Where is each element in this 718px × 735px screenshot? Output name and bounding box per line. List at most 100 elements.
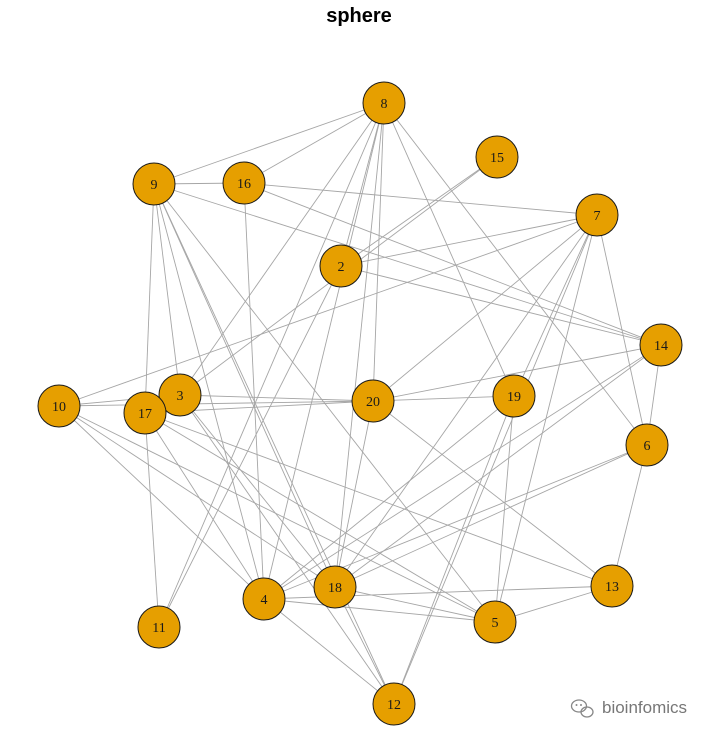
edge-8-20 <box>372 102 385 402</box>
vertex-label: 7 <box>594 209 601 224</box>
edge-layer <box>58 102 662 705</box>
vertex-5: 5 <box>473 600 517 644</box>
edge-8-9 <box>153 102 385 185</box>
edge-9-3 <box>153 183 181 396</box>
watermark-text: bioinfomics <box>602 698 687 717</box>
vertex-label: 8 <box>381 97 388 112</box>
vertex-label: 11 <box>152 621 165 636</box>
edge-10-18 <box>58 405 336 588</box>
edge-9-17 <box>144 183 155 414</box>
vertex-11: 11 <box>137 605 181 649</box>
vertex-circle <box>475 135 519 179</box>
vertex-circle <box>132 162 176 206</box>
vertex-6: 6 <box>625 423 669 467</box>
vertex-label: 15 <box>490 151 504 166</box>
watermark: bioinfomics <box>570 698 687 718</box>
vertex-label: 4 <box>261 593 268 608</box>
edge-2-14 <box>340 265 662 346</box>
edge-8-16 <box>243 102 385 184</box>
edge-9-5 <box>153 183 496 623</box>
edge-6-13 <box>611 444 648 587</box>
edge-8-19 <box>383 102 515 397</box>
edge-7-10 <box>58 214 598 407</box>
vertex-label: 13 <box>605 580 619 595</box>
edge-14-4 <box>263 344 662 600</box>
vertex-9: 9 <box>132 162 176 206</box>
vertex-12: 12 <box>372 682 416 726</box>
vertex-2: 2 <box>319 244 363 288</box>
vertex-label: 6 <box>644 439 651 454</box>
edge-7-18 <box>334 214 598 588</box>
edge-4-12 <box>263 598 395 705</box>
edge-4-5 <box>263 598 496 623</box>
edge-10-5 <box>58 405 496 623</box>
vertex-label: 2 <box>338 260 345 275</box>
edge-3-18 <box>179 394 336 588</box>
vertex-circle <box>372 682 416 726</box>
vertex-circle <box>473 600 517 644</box>
vertex-circle <box>319 244 363 288</box>
vertex-circle <box>590 564 634 608</box>
edge-9-4 <box>153 183 265 600</box>
vertex-circle <box>158 373 202 417</box>
vertex-circle <box>137 605 181 649</box>
edge-7-20 <box>372 214 598 402</box>
edge-19-4 <box>263 395 515 600</box>
vertex-label: 12 <box>387 698 401 713</box>
edge-16-14 <box>243 182 662 346</box>
edge-17-13 <box>144 412 613 587</box>
vertex-18: 18 <box>313 565 357 609</box>
edge-8-2 <box>340 102 385 267</box>
vertex-circle <box>222 161 266 205</box>
edge-17-5 <box>144 412 496 623</box>
vertex-8: 8 <box>362 81 406 125</box>
edge-8-4 <box>263 102 385 600</box>
edge-6-18 <box>334 444 648 588</box>
vertex-label: 10 <box>52 400 66 415</box>
edge-14-20 <box>372 344 662 402</box>
vertex-layer: 2 3 4 5 6 7 8 9 10 11 12 13 14 15 16 17 18 19 20 <box>37 81 683 726</box>
vertex-19: 19 <box>492 374 536 418</box>
vertex-circle <box>37 384 81 428</box>
edge-9-12 <box>153 183 395 705</box>
vertex-4: 4 <box>242 577 286 621</box>
edge-14-18 <box>334 344 662 588</box>
vertex-13: 13 <box>590 564 634 608</box>
edge-10-20 <box>58 400 374 407</box>
edge-7-6 <box>596 214 648 446</box>
edge-18-12 <box>334 586 395 705</box>
vertex-circle <box>492 374 536 418</box>
edge-10-4 <box>58 405 265 600</box>
edge-7-19 <box>513 214 598 397</box>
vertex-14: 14 <box>639 323 683 367</box>
vertex-label: 17 <box>138 407 152 422</box>
vertex-label: 5 <box>492 616 499 631</box>
edge-3-20 <box>179 394 374 402</box>
vertex-circle <box>639 323 683 367</box>
vertex-20: 20 <box>351 379 395 423</box>
vertex-16: 16 <box>222 161 266 205</box>
edge-20-18 <box>334 400 374 588</box>
edge-16-4 <box>243 182 265 600</box>
edge-16-7 <box>243 182 598 216</box>
edge-3-12 <box>179 394 395 705</box>
vertex-circle <box>313 565 357 609</box>
vertex-label: 20 <box>366 395 380 410</box>
plot-title: sphere <box>326 5 392 27</box>
vertex-circle <box>351 379 395 423</box>
vertex-label: 18 <box>328 581 342 596</box>
edge-8-18 <box>334 102 385 588</box>
edge-15-2 <box>340 156 498 267</box>
edge-8-11 <box>158 102 385 628</box>
vertex-label: 9 <box>151 178 158 193</box>
vertex-10: 10 <box>37 384 81 428</box>
vertex-circle <box>242 577 286 621</box>
edge-18-5 <box>334 586 496 623</box>
edge-20-13 <box>372 400 613 587</box>
edge-17-4 <box>144 412 265 600</box>
edge-17-11 <box>144 412 160 628</box>
vertex-label: 3 <box>177 389 184 404</box>
edge-7-12 <box>393 214 598 705</box>
vertex-circle <box>123 391 167 435</box>
